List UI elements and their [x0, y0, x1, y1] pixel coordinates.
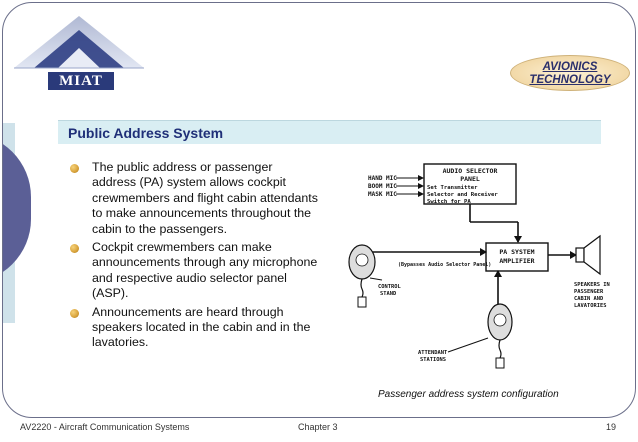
- bullet-item: The public address or passenger address …: [68, 160, 318, 237]
- logo-text: MIAT: [48, 72, 114, 90]
- bullet-list: The public address or passenger address …: [68, 160, 318, 354]
- diagram-svg: HAND MIC BOOM MIC MASK MIC AUDIO SELECTO…: [348, 163, 610, 369]
- pa-amplifier-box: [485, 242, 549, 272]
- bullet-text: The public address or passenger address …: [92, 160, 318, 236]
- audio-selector-desc-1: Set Transmitter: [427, 185, 478, 191]
- logo-graphic-icon: [14, 16, 144, 69]
- attendant-label-1: ATTENDANT: [418, 350, 448, 356]
- audio-selector-title-1: AUDIO SELECTOR: [443, 167, 498, 175]
- bullet-text: Cockpit crewmembers can make announcemen…: [92, 240, 318, 301]
- audio-selector-desc-3: Switch for PA: [427, 199, 471, 205]
- slide-title: Public Address System: [68, 125, 224, 141]
- badge-line-2: TECHNOLOGY: [529, 74, 611, 86]
- audio-selector-title-2: PANEL: [460, 175, 480, 183]
- footer-chapter: Chapter 3: [298, 422, 338, 432]
- speaker-label-3: CABIN AND: [574, 296, 603, 302]
- input-label-boom-mic: BOOM MIC: [368, 183, 397, 190]
- input-label-mask-mic: MASK MIC: [368, 191, 397, 198]
- input-label-hand-mic: HAND MIC: [368, 175, 397, 182]
- bypass-note: (Bypasses Audio Selector Panel): [398, 262, 491, 268]
- side-accent-shape: [3, 133, 31, 283]
- control-stand-label-2: STAND: [380, 291, 396, 297]
- speaker-label-4: LAVATORIES: [574, 303, 606, 309]
- pa-system-diagram: HAND MIC BOOM MIC MASK MIC AUDIO SELECTO…: [338, 158, 628, 388]
- speaker-label-2: PASSENGER: [574, 289, 604, 295]
- amplifier-label-1: PA SYSTEM: [499, 248, 534, 256]
- figure-caption: Passenger address system configuration: [378, 389, 559, 400]
- bullet-icon: [70, 244, 79, 254]
- bullet-item: Announcements are heard through speakers…: [68, 305, 318, 351]
- footer-course: AV2220 - Aircraft Communication Systems: [20, 422, 190, 432]
- attendant-label-2: STATIONS: [420, 357, 446, 363]
- speaker-label-1: SPEAKERS IN: [574, 282, 610, 288]
- control-stand-label-1: CONTROL: [378, 284, 401, 290]
- title-band: Public Address System: [58, 120, 601, 144]
- footer: AV2220 - Aircraft Communication Systems …: [0, 420, 638, 438]
- bullet-icon: [70, 164, 79, 173]
- speaker-icon: [575, 247, 585, 263]
- miat-logo: MIAT: [14, 8, 144, 102]
- audio-selector-desc-2: Selector and Receiver: [427, 192, 498, 198]
- bullet-text: Announcements are heard through speakers…: [92, 304, 311, 350]
- badge-line-1: AVIONICS: [542, 61, 598, 73]
- bullet-item: Cockpit crewmembers can make announcemen…: [68, 240, 318, 302]
- avionics-technology-badge: AVIONICS TECHNOLOGY: [510, 55, 630, 91]
- amplifier-label-2: AMPLIFIER: [499, 257, 534, 265]
- bullet-icon: [70, 308, 79, 318]
- footer-page-number: 19: [606, 422, 617, 432]
